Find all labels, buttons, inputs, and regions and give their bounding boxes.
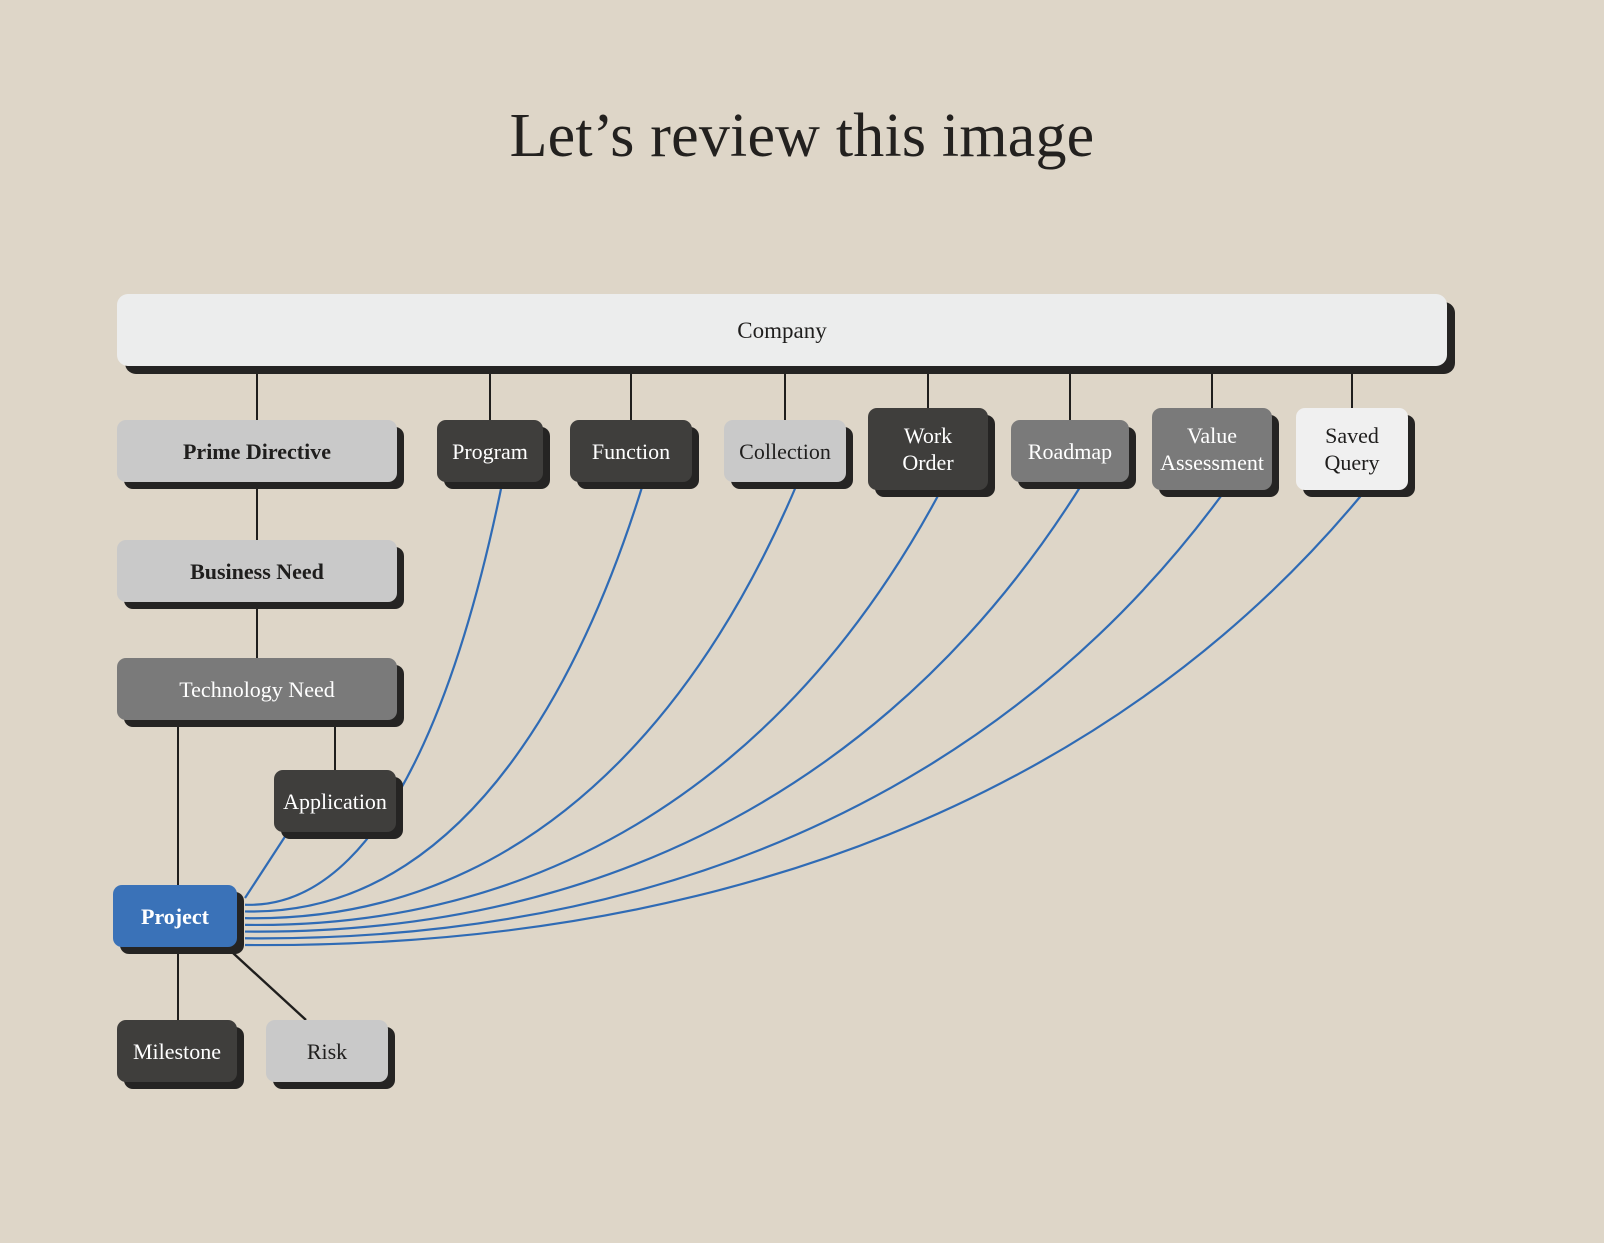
node-label: Application [283,788,387,814]
node-label: Program [452,438,528,464]
node-application[interactable]: Application [274,770,396,832]
node-label: Function [591,438,671,464]
node-label: Company [737,317,827,343]
node-label: Saved Query [1324,423,1380,475]
node-technology[interactable]: Technology Need [117,658,397,720]
node-program[interactable]: Program [437,420,543,482]
node-label: Value Assessment [1160,423,1264,475]
tree-edge-project-to-risk [232,952,307,1021]
node-label: Project [141,903,209,929]
node-label: Prime Directive [182,438,331,464]
node-label: Technology Need [179,676,335,702]
node-function[interactable]: Function [570,420,692,482]
node-label: Collection [739,438,831,464]
node-business[interactable]: Business Need [117,540,397,602]
node-saved[interactable]: Saved Query [1296,408,1408,490]
node-prime[interactable]: Prime Directive [117,420,397,482]
node-label: Risk [306,1038,348,1064]
node-roadmap[interactable]: Roadmap [1011,420,1129,482]
node-label: Milestone [133,1038,221,1064]
page-title: Let’s review this image [509,102,1095,170]
node-project[interactable]: Project [113,885,237,947]
node-workorder[interactable]: Work Order [868,408,988,490]
node-label: Work Order [902,423,954,475]
node-risk[interactable]: Risk [266,1020,388,1082]
node-label: Roadmap [1027,438,1113,464]
node-collection[interactable]: Collection [724,420,846,482]
relationship-edge-project-to-saved [244,491,1365,947]
node-milestone[interactable]: Milestone [117,1020,237,1082]
node-value[interactable]: Value Assessment [1152,408,1272,490]
node-company[interactable]: Company [117,294,1447,366]
relationship-edge-project-to-application [244,831,289,899]
node-label: Business Need [190,558,324,584]
